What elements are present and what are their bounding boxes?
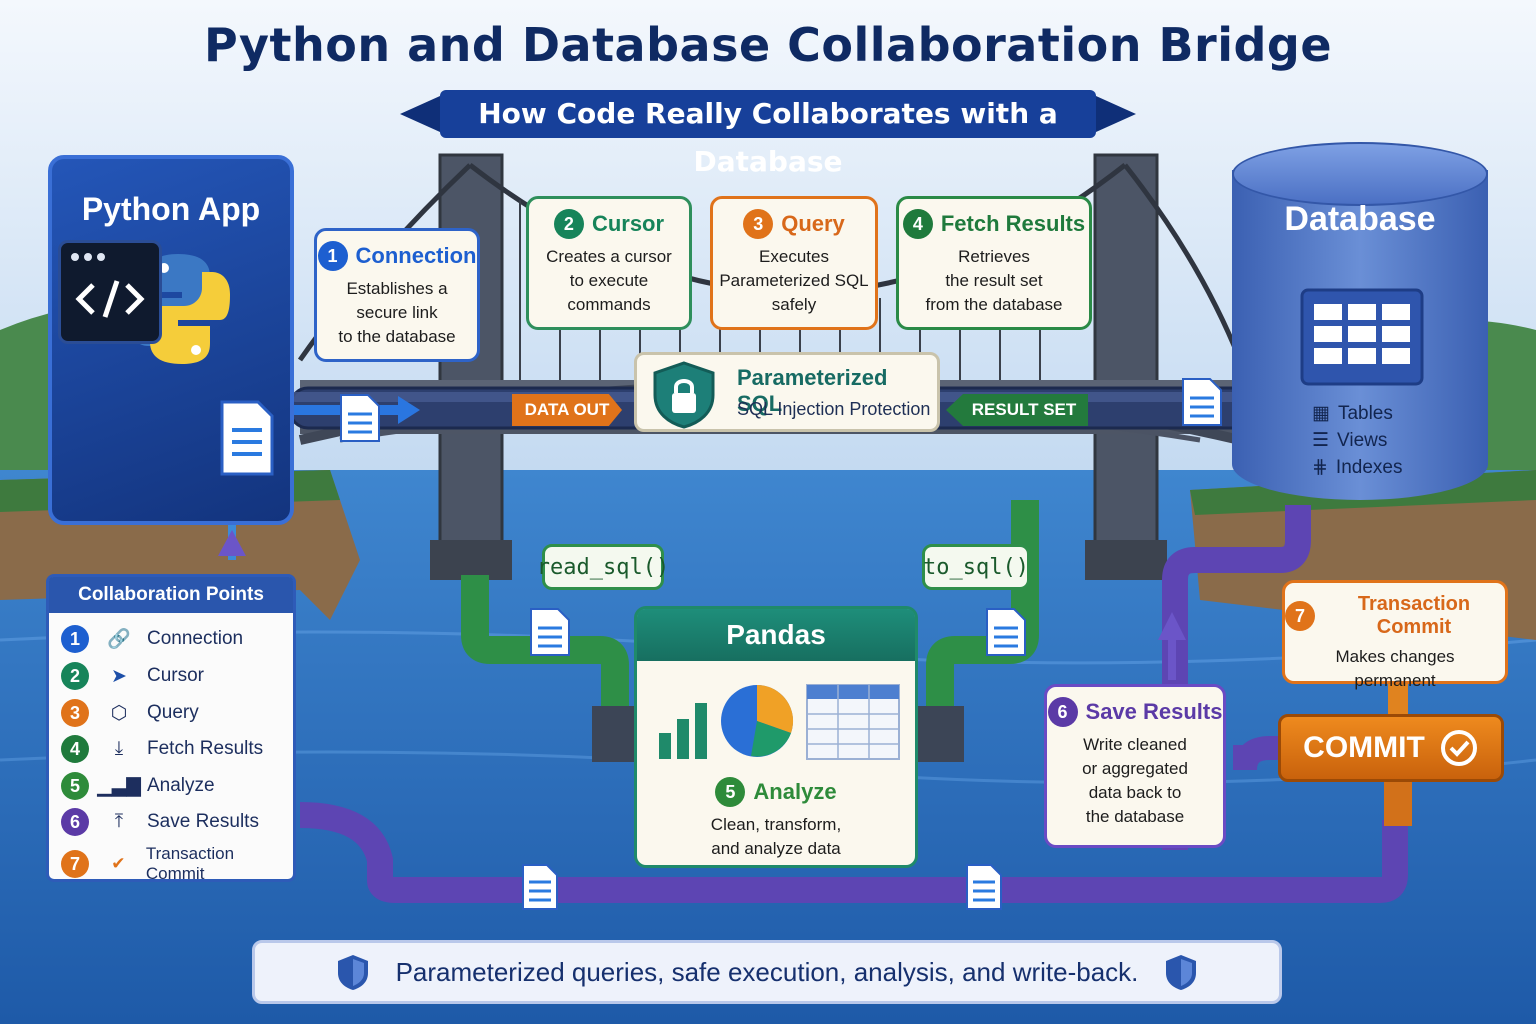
shield-icon bbox=[1166, 955, 1197, 990]
collaboration-points-title: Collaboration Points bbox=[49, 577, 293, 613]
database-item-views: ☰Views bbox=[1312, 429, 1388, 452]
pie-chart-icon bbox=[721, 684, 794, 757]
data-out-label: DATA OUT bbox=[512, 394, 622, 426]
database-item-indexes: ⋕Indexes bbox=[1312, 456, 1403, 479]
ribbon-left-tail bbox=[400, 96, 440, 132]
step-title: Query bbox=[781, 211, 845, 236]
collab-item-cursor: 2➤Cursor bbox=[61, 662, 204, 690]
upload-icon: ⤒ bbox=[114, 811, 124, 832]
table-icon bbox=[806, 684, 900, 760]
cursor-icon: ➤ bbox=[111, 665, 127, 687]
step-number-badge: 5 bbox=[715, 777, 746, 807]
document-icon bbox=[986, 608, 1026, 656]
to-sql-label: to_sql() bbox=[922, 544, 1030, 590]
check-circle-icon: ✔ bbox=[111, 854, 126, 873]
collab-item-fetch-results: 4⤓Fetch Results bbox=[61, 735, 263, 763]
parameterized-sql-badge: Parameterized SQL SQL Injection Protecti… bbox=[634, 352, 940, 432]
read-sql-label: read_sql() bbox=[537, 544, 669, 590]
python-app-title: Python App bbox=[81, 191, 261, 227]
footer-text: Parameterized queries, safe execution, a… bbox=[395, 956, 1139, 987]
database-title: Database bbox=[1284, 200, 1436, 238]
subtitle-ribbon: How Code Really Collaborates with a Data… bbox=[440, 90, 1096, 178]
step-title: Connection bbox=[355, 243, 477, 268]
code-window bbox=[58, 240, 162, 344]
document-icon bbox=[1182, 378, 1222, 426]
step-number-badge: 1 bbox=[317, 241, 348, 271]
collab-item-query: 3⬡Query bbox=[61, 699, 199, 727]
step-title: Cursor bbox=[591, 211, 665, 236]
ribbon-right-tail bbox=[1096, 96, 1136, 132]
bar-chart-icon bbox=[659, 703, 707, 759]
collab-item-analyze: 5▁▃▇Analyze bbox=[61, 772, 215, 800]
document-icon bbox=[220, 400, 274, 476]
document-icon bbox=[530, 608, 570, 656]
step-number-badge: 4 bbox=[902, 209, 933, 239]
collaboration-points-panel: Collaboration Points 1🔗Connection 2➤Curs… bbox=[46, 574, 296, 884]
collab-item-save-results: 6⤒Save Results bbox=[61, 808, 259, 836]
download-icon: ⤓ bbox=[114, 738, 124, 759]
index-icon: ⋕ bbox=[1312, 457, 1328, 478]
parameterized-sql-title: Parameterized SQL bbox=[737, 365, 888, 416]
code-brackets-icon bbox=[71, 253, 145, 318]
result-set-label: RESULT SET bbox=[946, 394, 1088, 426]
table-grid-icon: ▦ bbox=[1312, 403, 1330, 424]
step-number-badge: 7 bbox=[1285, 601, 1315, 631]
step-number-badge: 6 bbox=[1047, 697, 1078, 727]
pandas-title: Pandas bbox=[637, 609, 915, 661]
database-cylinder-top bbox=[1232, 142, 1488, 206]
check-circle-icon bbox=[1440, 730, 1477, 766]
shield-icon bbox=[337, 955, 368, 990]
analytics-graphics bbox=[659, 684, 900, 760]
document-icon bbox=[522, 864, 558, 910]
database-item-tables: ▦Tables bbox=[1312, 402, 1393, 425]
parameterized-sql-subtitle: SQL Injection Protection bbox=[737, 399, 931, 419]
document-icon bbox=[966, 864, 1002, 910]
shield-lock-icon bbox=[653, 361, 715, 429]
collab-item-connection: 1🔗Connection bbox=[61, 625, 243, 653]
link-icon: 🔗 bbox=[107, 629, 131, 650]
step-title: Fetch Results bbox=[940, 211, 1086, 236]
step-number-badge: 3 bbox=[743, 209, 774, 239]
step-title: Transaction Commit bbox=[1357, 593, 1471, 638]
footer-banner: Parameterized queries, safe execution, a… bbox=[252, 940, 1282, 1004]
collab-item-transaction-commit: 7✔Transaction Commit bbox=[61, 844, 293, 884]
bar-chart-icon: ▁▃▇ bbox=[97, 775, 141, 797]
commit-badge: COMMIT bbox=[1278, 714, 1504, 782]
step-title: Save Results bbox=[1085, 699, 1223, 724]
commit-label: COMMIT bbox=[1303, 731, 1425, 764]
page-title: Python and Database Collaboration Bridge bbox=[203, 18, 1333, 72]
step-number-badge: 2 bbox=[553, 209, 584, 239]
cube-icon: ⬡ bbox=[110, 702, 128, 724]
database-table-icon bbox=[1300, 288, 1424, 386]
document-icon bbox=[340, 394, 380, 442]
views-icon: ☰ bbox=[1312, 430, 1330, 451]
step-title: Analyze bbox=[753, 779, 837, 804]
